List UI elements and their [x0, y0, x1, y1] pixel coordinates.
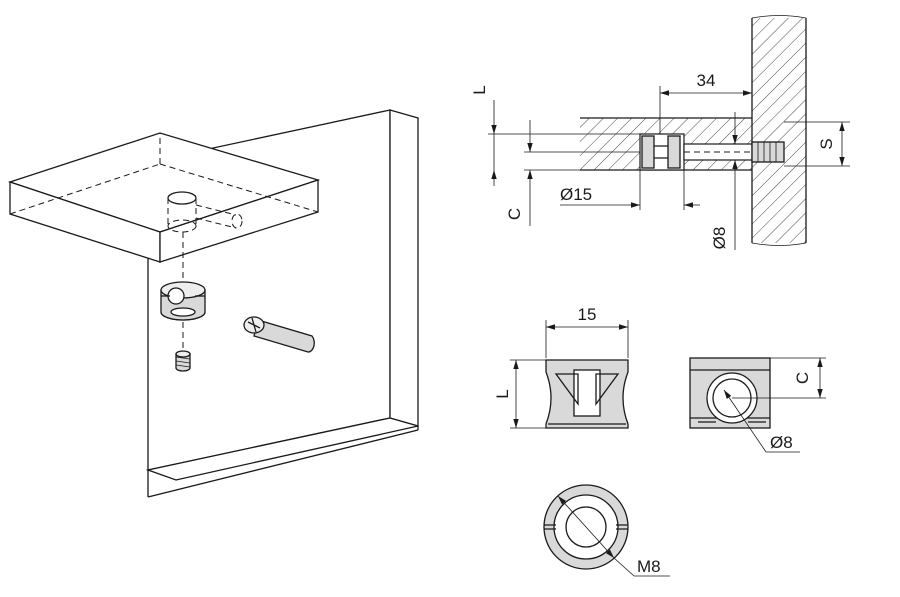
dim-width15-label: 15 — [578, 305, 597, 324]
dim-s-label: S — [817, 138, 836, 149]
dim-l2-label: L — [493, 389, 512, 398]
dim-l-label: L — [470, 85, 489, 94]
connector-bolt-iso — [243, 316, 315, 353]
cam-housing-iso — [160, 281, 206, 321]
dim-m8-label: M8 — [637, 557, 661, 576]
dim-34-label: 34 — [697, 71, 716, 90]
section-view: S 34 L C Ø15 Ø8 — [470, 15, 850, 250]
dim-dia8-label: Ø8 — [710, 227, 729, 250]
dim-dia8-front-label: Ø8 — [770, 433, 793, 452]
shelf-board — [7, 132, 321, 360]
dim-c2-label: C — [793, 372, 812, 384]
dim-dia15-label: Ø15 — [560, 185, 592, 204]
cam-side-view: 15 L — [493, 305, 629, 429]
grub-screw-iso — [175, 350, 191, 372]
isometric-view — [7, 109, 419, 498]
dim-c-label: C — [505, 208, 524, 220]
cam-front-view: C Ø8 — [689, 357, 826, 453]
grub-screw-top-view: M8 — [543, 484, 670, 577]
